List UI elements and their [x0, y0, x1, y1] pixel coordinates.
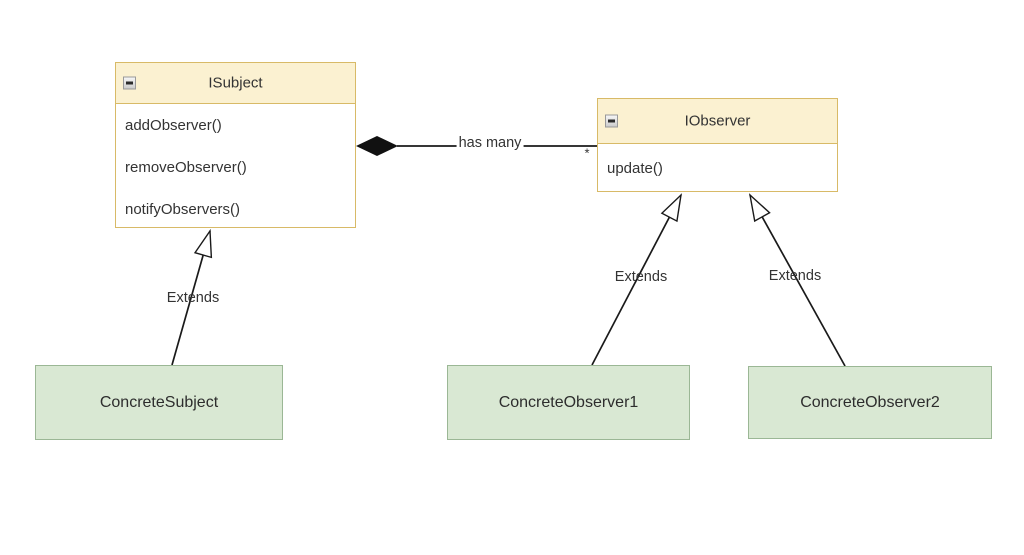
collapse-icon[interactable]	[123, 76, 136, 90]
edge-label-extends-observer2: Extends	[768, 268, 822, 284]
class-box-isubject[interactable]: ISubject addObserver() removeObserver() …	[115, 62, 356, 228]
method-item: removeObserver()	[125, 158, 247, 176]
iobserver-method-list: update()	[598, 144, 837, 193]
class-box-concretesubject[interactable]: ConcreteSubject	[35, 365, 283, 440]
class-box-iobserver[interactable]: IObserver update()	[597, 98, 838, 192]
method-item: update()	[607, 160, 663, 177]
multiplicity-label: *	[584, 145, 590, 161]
composition-diamond-icon	[356, 136, 398, 156]
isubject-method-list: addObserver() removeObserver() notifyObs…	[116, 104, 355, 230]
edge-label-has-many: has many	[456, 135, 524, 151]
edge-label-extends-observer1: Extends	[614, 269, 668, 285]
edge-label-extends-subject: Extends	[166, 290, 220, 306]
class-box-concreteobserver1[interactable]: ConcreteObserver1	[447, 365, 690, 440]
class-box-concreteobserver2[interactable]: ConcreteObserver2	[748, 366, 992, 439]
iobserver-header: IObserver	[598, 99, 837, 144]
method-item: addObserver()	[125, 116, 222, 134]
iobserver-title: IObserver	[684, 112, 751, 130]
isubject-header: ISubject	[116, 63, 355, 104]
isubject-title: ISubject	[208, 74, 263, 92]
minus-icon	[608, 119, 615, 123]
generalization-edge-concreteobserver2	[748, 193, 846, 367]
concreteobserver2-label: ConcreteObserver2	[800, 393, 940, 411]
minus-icon	[126, 81, 133, 85]
generalization-edge-concretesubject	[171, 228, 213, 366]
method-item: notifyObservers()	[125, 200, 241, 218]
concretesubject-label: ConcreteSubject	[99, 393, 219, 411]
collapse-icon[interactable]	[605, 114, 618, 128]
concreteobserver1-label: ConcreteObserver1	[498, 393, 639, 411]
generalization-edge-concreteobserver1	[591, 193, 683, 366]
